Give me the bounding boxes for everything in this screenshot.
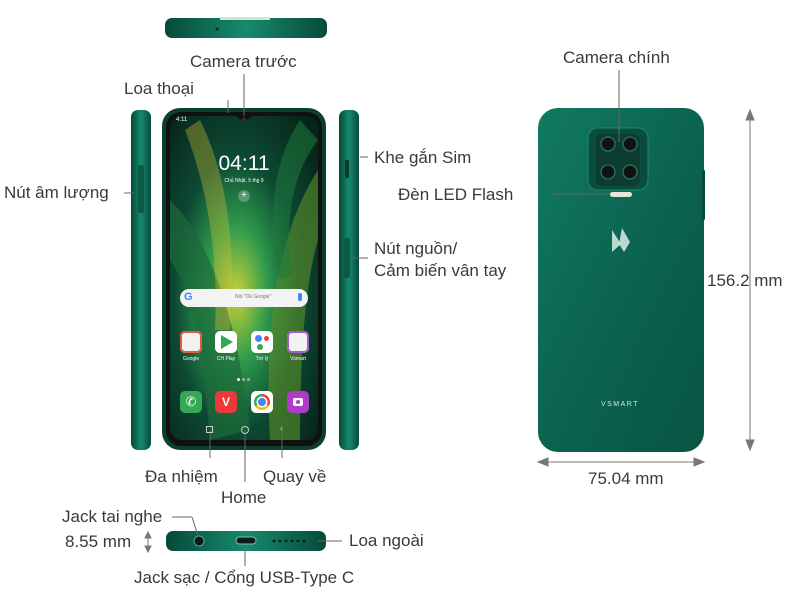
app-icon-google[interactable] (180, 331, 202, 353)
search-placeholder: Nói "Ok Google" (235, 294, 272, 300)
dock-camera-icon[interactable] (287, 391, 309, 413)
phone-right-side (339, 110, 359, 450)
app-label-vsmart: Vsmart (290, 356, 306, 362)
label-headphone: Jack tai nghe (62, 507, 163, 526)
label-front-camera: Camera trước (190, 52, 297, 71)
lens-icon (622, 164, 638, 180)
vsmart-logo-icon (612, 230, 621, 252)
app-label-chplay: CH Play (216, 356, 236, 362)
screen-status-time: 4:11 (176, 117, 188, 123)
label-flash: Đèn LED Flash (398, 185, 514, 204)
label-main-camera: Camera chính (563, 48, 670, 67)
lens-icon (622, 136, 638, 152)
nav-back-icon[interactable]: ‹ (280, 423, 283, 433)
label-power-2: Cảm biến vân tay (374, 261, 507, 280)
label-multitask: Đa nhiệm (145, 467, 218, 486)
label-home: Home (221, 488, 267, 507)
label-width: 75.04 mm (588, 469, 664, 488)
label-earpiece: Loa thoại (124, 79, 194, 98)
dock-chrome-icon[interactable] (251, 391, 273, 413)
flash-icon (610, 192, 632, 197)
brand-text: VSMART (600, 401, 640, 408)
headphone-jack-icon (193, 535, 205, 547)
app-label-google: Google (182, 356, 200, 362)
dimension-arrows (144, 108, 755, 554)
app-icon-chplay[interactable] (215, 331, 237, 353)
label-thickness: 8.55 mm (65, 532, 132, 551)
lens-icon (600, 136, 616, 152)
nav-multitask-icon[interactable] (206, 426, 213, 433)
label-volume: Nút âm lượng (4, 183, 109, 202)
dock-phone-icon[interactable]: ✆ (180, 391, 202, 413)
label-usb: Jack sạc / Cổng USB-Type C (134, 568, 355, 587)
callout-lines (124, 70, 620, 566)
nav-home-icon[interactable] (241, 426, 249, 434)
lock-clock: 04:11 (218, 152, 270, 175)
google-g-icon: G (184, 291, 193, 303)
phone-left-side (131, 110, 151, 450)
app-label-assistant: Trợ lý (255, 356, 269, 362)
google-search-bar[interactable]: G Nói "Ok Google" (180, 289, 308, 307)
phone-bottom-edge (166, 531, 326, 551)
label-power-1: Nút nguồn/ (374, 239, 458, 258)
usb-port-icon (235, 536, 257, 545)
app-icon-assistant[interactable] (251, 331, 273, 353)
label-height: 156.2 mm (707, 271, 783, 290)
label-back: Quay về (263, 467, 327, 486)
speaker-grille-icon (272, 539, 306, 543)
dock-vivaldi-icon[interactable]: V (215, 391, 237, 413)
add-widget-icon[interactable]: + (238, 190, 250, 202)
label-speaker: Loa ngoài (349, 531, 424, 550)
page-indicator (237, 378, 251, 381)
mic-icon[interactable] (298, 293, 302, 301)
phone-top-edge (165, 17, 327, 38)
lens-icon (600, 164, 616, 180)
phone-front (162, 108, 326, 450)
app-icon-vsmart[interactable] (287, 331, 309, 353)
lock-date: Chủ Nhật, 5 thg 9 (224, 178, 264, 184)
label-sim: Khe gắn Sim (374, 148, 472, 167)
